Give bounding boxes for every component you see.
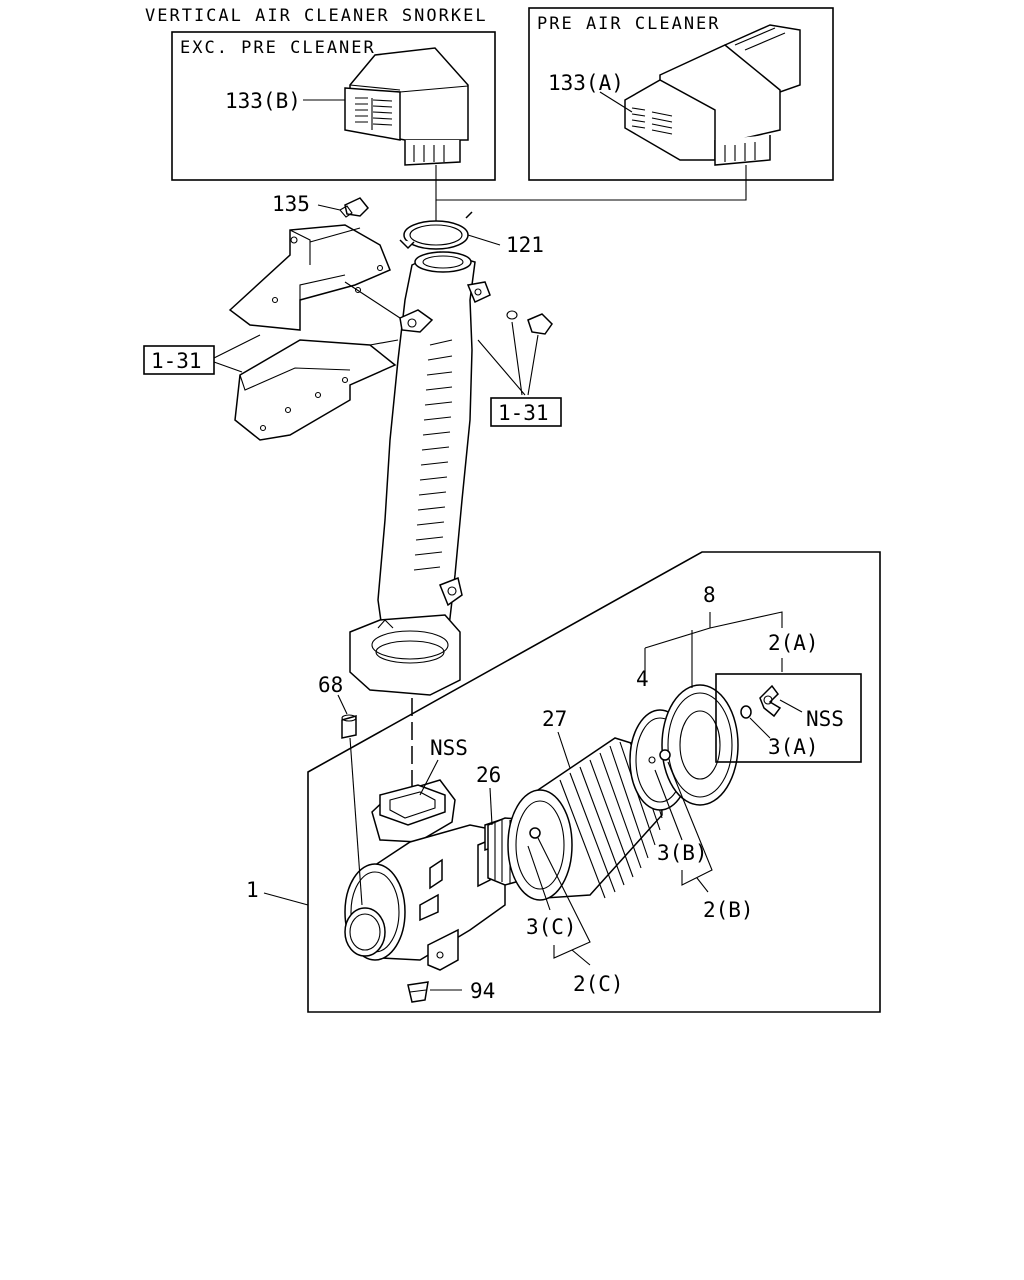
- indicator-68: [341, 714, 357, 739]
- mounting-bracket-lower: [234, 339, 397, 441]
- label-4: 4: [636, 667, 649, 691]
- label-2a: 2(A): [768, 631, 819, 655]
- label-ref-right: 1-31: [498, 401, 549, 425]
- label-133b: 133(B): [225, 89, 301, 113]
- snorkel-duct: [349, 251, 491, 696]
- bolt-135: [339, 197, 370, 218]
- air-cleaner-housing-1: [344, 779, 506, 971]
- label-26: 26: [476, 763, 501, 787]
- air-cleaner-assembly-frame: [307, 551, 881, 1013]
- diagram-title: VERTICAL AIR CLEANER SNORKEL: [145, 6, 488, 26]
- filter-element-27: [507, 737, 663, 901]
- hose-clamp-121: [399, 211, 473, 250]
- clamp-94: [407, 981, 429, 1003]
- label-121: 121: [506, 233, 544, 257]
- label-3c: 3(C): [526, 915, 577, 939]
- inset-exc-pre-cleaner: [171, 31, 496, 181]
- label-nss-kit: NSS: [806, 707, 844, 731]
- ref-box-right: [490, 397, 562, 427]
- mounting-bracket-upper: [228, 224, 391, 331]
- label-27: 27: [542, 707, 567, 731]
- label-2c: 2(C): [573, 972, 624, 996]
- inset-left-title: EXC. PRE CLEANER: [180, 38, 376, 58]
- label-135: 135: [272, 192, 310, 216]
- inset-pre-air-cleaner: [528, 7, 834, 181]
- label-3a: 3(A): [768, 735, 819, 759]
- inset-right-title: PRE AIR CLEANER: [537, 14, 721, 34]
- snorkel-cap-133b: [344, 47, 469, 166]
- label-94: 94: [470, 979, 495, 1003]
- label-8: 8: [703, 583, 716, 607]
- label-133a: 133(A): [548, 71, 624, 95]
- pre-cleaner-133a: [624, 24, 801, 166]
- label-nss-inlet: NSS: [430, 736, 468, 760]
- label-68: 68: [318, 673, 343, 697]
- cover-8: [648, 684, 739, 806]
- ref-box-left: [143, 345, 215, 375]
- bolt-washer-right: [506, 310, 553, 335]
- label-3b: 3(B): [657, 841, 708, 865]
- label-1: 1: [246, 878, 259, 902]
- wing-nut-3a: [740, 684, 782, 719]
- label-2b: 2(B): [703, 898, 754, 922]
- nss-kit-box: [715, 673, 862, 763]
- label-ref-left: 1-31: [151, 349, 202, 373]
